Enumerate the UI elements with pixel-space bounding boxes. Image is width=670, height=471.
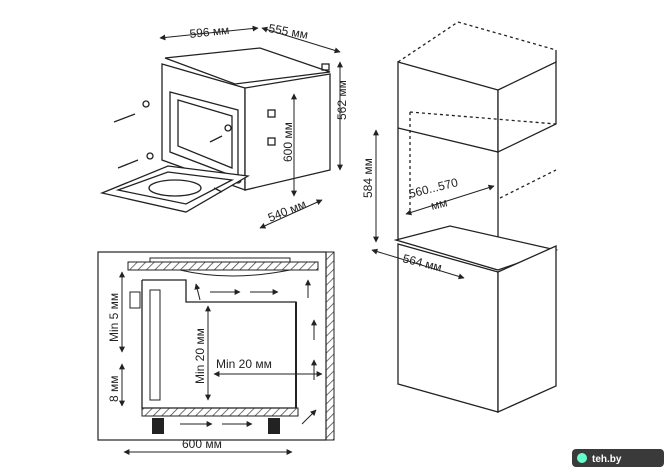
watermark-logo: teh.by [572, 449, 664, 467]
rear-clearance-label: Min 20 мм [216, 357, 272, 371]
oven-width-label: 596 мм [189, 23, 230, 41]
oven-base-depth-label: 540 мм [266, 197, 308, 225]
section-view [97, 251, 335, 455]
logo-dot-icon [577, 453, 587, 463]
oven-inner-height-label: 600 мм [281, 122, 295, 162]
bottom-height-label: 8 мм [107, 375, 121, 402]
oven-depth-label: 555 мм [267, 21, 309, 42]
niche-width-label-line1: 560...570 [407, 175, 459, 201]
side-clearance-label: Min 20 мм [193, 328, 207, 384]
section-width-label: 600 мм [182, 437, 222, 451]
cabinet-view [393, 21, 559, 414]
niche-width-label-line2: мм [429, 195, 448, 213]
oven-dimensions [159, 25, 343, 229]
niche-height-label: 584 мм [361, 158, 375, 198]
oven-isometric-view [99, 47, 331, 213]
watermark-text: teh.by [592, 454, 622, 465]
top-clearance-label: Min 5 мм [107, 293, 121, 342]
cabinet-dimensions [371, 129, 495, 280]
oven-height-label: 562 мм [335, 80, 349, 120]
